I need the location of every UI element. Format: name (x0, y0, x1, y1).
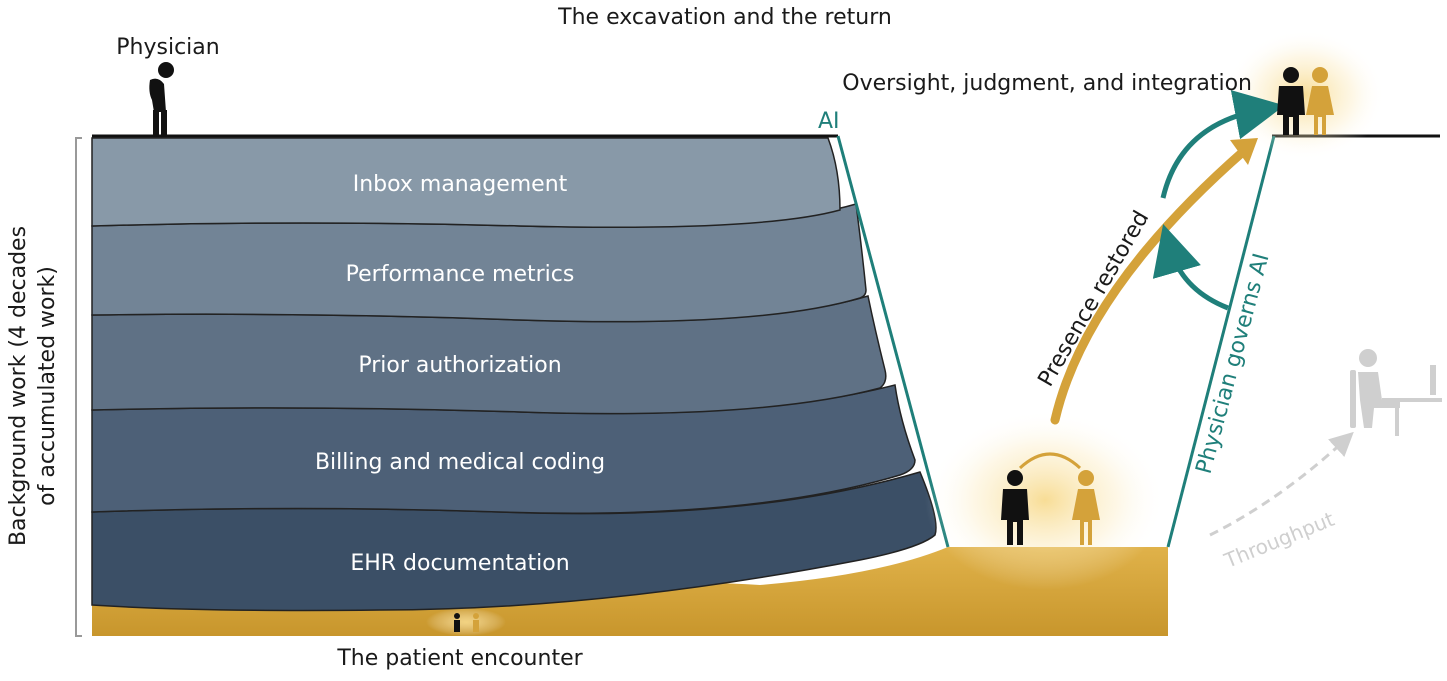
background-work-label-line2: of accumulated work) (35, 266, 60, 506)
glow-bottom (925, 410, 1165, 590)
patient-figure-bottom-icon (1072, 470, 1100, 545)
desk-worker-icon (1350, 349, 1442, 436)
encounter-figures-icon (454, 613, 479, 632)
governs-wall-line (1166, 135, 1276, 548)
layer-label-ehr: EHR documentation (350, 551, 569, 576)
throughput-label: Throughput (1220, 507, 1338, 573)
throughput-arrow (1209, 431, 1354, 537)
patient-figure-top-right-icon (1306, 67, 1334, 135)
oversight-label: Oversight, judgment, and integration (842, 71, 1252, 96)
governs-teal-arrow (1152, 223, 1229, 311)
layer-label-metrics: Performance metrics (346, 262, 575, 287)
layer-inbox-management (91, 137, 841, 229)
presence-restored-arrowhead (1230, 138, 1258, 165)
diagram-title: The excavation and the return (557, 5, 892, 30)
ai-label: AI (818, 109, 840, 134)
physician-governs-ai-label: Physician governs AI (1192, 251, 1275, 477)
physician-figure-top-right-icon (1277, 67, 1305, 135)
layer-label-inbox: Inbox management (353, 172, 568, 197)
presence-restored-arrow (1050, 145, 1250, 425)
layer-label-billing: Billing and medical coding (315, 450, 605, 475)
glow-encounter-small (426, 608, 506, 636)
oversight-teal-arrow (1160, 90, 1285, 199)
physician-label: Physician (116, 35, 219, 60)
presence-restored-label: Presence restored (1034, 207, 1155, 391)
background-work-label-line1: Background work (4 decades (6, 226, 31, 546)
patient-encounter-label: The patient encounter (336, 646, 583, 671)
background-bracket (75, 137, 82, 637)
physician-figure-top-icon (149, 62, 174, 136)
physician-figure-bottom-icon (1001, 470, 1029, 545)
interaction-arc (1018, 452, 1082, 470)
layer-label-prior-auth: Prior authorization (358, 353, 561, 378)
